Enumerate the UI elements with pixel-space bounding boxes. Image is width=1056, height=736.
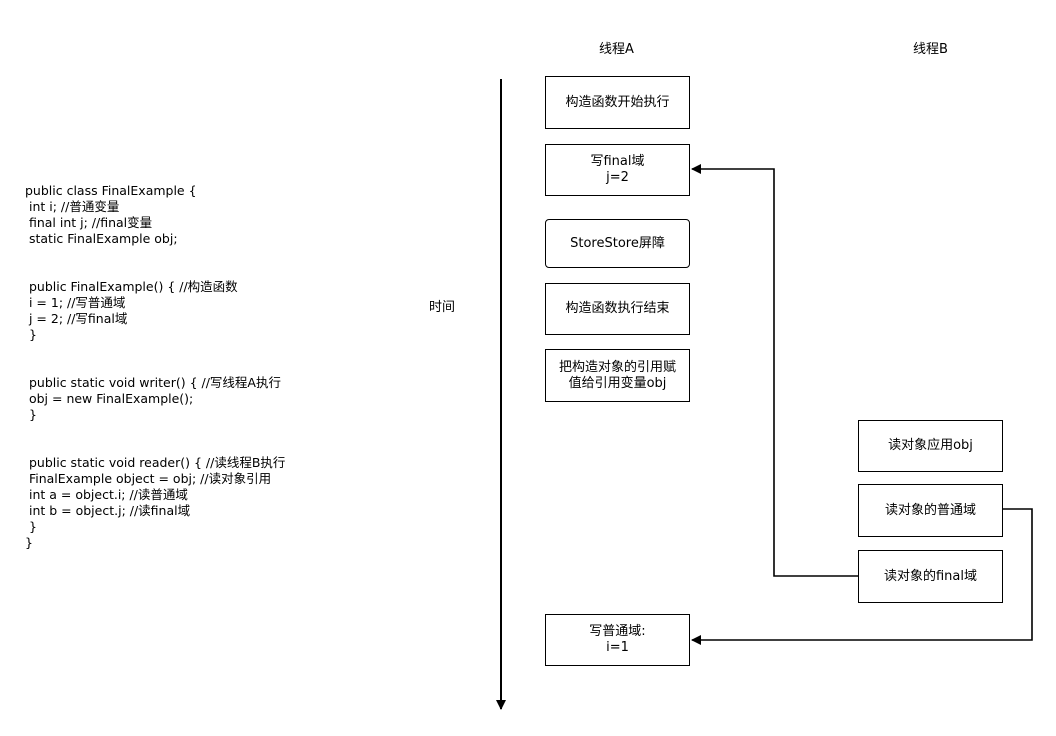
code-line: public static void writer() { //写线程A执行	[25, 375, 281, 390]
thread-b-header: 线程B	[913, 42, 948, 57]
read-final-box: 读对象的final域	[858, 550, 1003, 603]
time-label: 时间	[429, 300, 456, 315]
box-text-line: StoreStore屏障	[570, 235, 665, 251]
box-text-line: 读对象的普通域	[884, 502, 976, 518]
read-normal-box: 读对象的普通域	[858, 484, 1003, 537]
code-listing: public class FinalExample { int i; //普通变…	[25, 183, 285, 551]
code-line: }	[25, 535, 33, 550]
code-line: public class FinalExample {	[25, 183, 197, 198]
read-final-to-write-final-arrow	[691, 164, 859, 577]
box-text-line: 构造函数执行结束	[565, 301, 670, 316]
code-line: final int j; //final变量	[25, 215, 153, 230]
box-text-line: 构造函数开始执行	[565, 94, 670, 110]
code-line: FinalExample object = obj; //读对象引用	[25, 471, 272, 486]
code-line: int i; //普通变量	[25, 199, 120, 214]
code-line: static FinalExample obj;	[25, 231, 178, 246]
code-line: obj = new FinalExample();	[25, 391, 194, 406]
read-normal-to-write-normal-arrow	[691, 508, 1033, 645]
constructor-end-box: 构造函数执行结束	[545, 283, 690, 335]
code-line: int b = object.j; //读final域	[25, 503, 191, 518]
code-line: public static void reader() { //读线程B执行	[25, 455, 286, 470]
assign-reference-box: 把构造对象的引用赋值给引用变量obj	[545, 349, 690, 402]
box-text-line: 写final域	[590, 154, 645, 169]
code-line: public FinalExample() { //构造函数	[25, 279, 238, 294]
constructor-start-box: 构造函数开始执行	[545, 76, 690, 129]
thread-a-header: 线程A	[599, 42, 634, 57]
box-text-line: 读对象应用obj	[888, 438, 973, 453]
read-reference-box: 读对象应用obj	[858, 420, 1003, 472]
code-line: j = 2; //写final域	[25, 311, 128, 326]
code-line: }	[25, 327, 37, 342]
code-line: i = 1; //写普通域	[25, 295, 126, 310]
code-line: }	[25, 519, 37, 534]
box-text-line: 写普通域:	[589, 624, 646, 639]
box-text-line: 值给引用变量obj	[568, 375, 667, 391]
code-line: int a = object.i; //读普通域	[25, 487, 188, 502]
box-text-line: i=1	[606, 640, 629, 655]
code-line: }	[25, 407, 37, 422]
box-text-line: 把构造对象的引用赋	[558, 359, 676, 375]
write-normal-box: 写普通域:i=1	[545, 614, 690, 666]
box-text-line: j=2	[606, 170, 629, 185]
box-text-line: 读对象的final域	[883, 568, 977, 584]
storestore-barrier-box: StoreStore屏障	[545, 219, 690, 268]
